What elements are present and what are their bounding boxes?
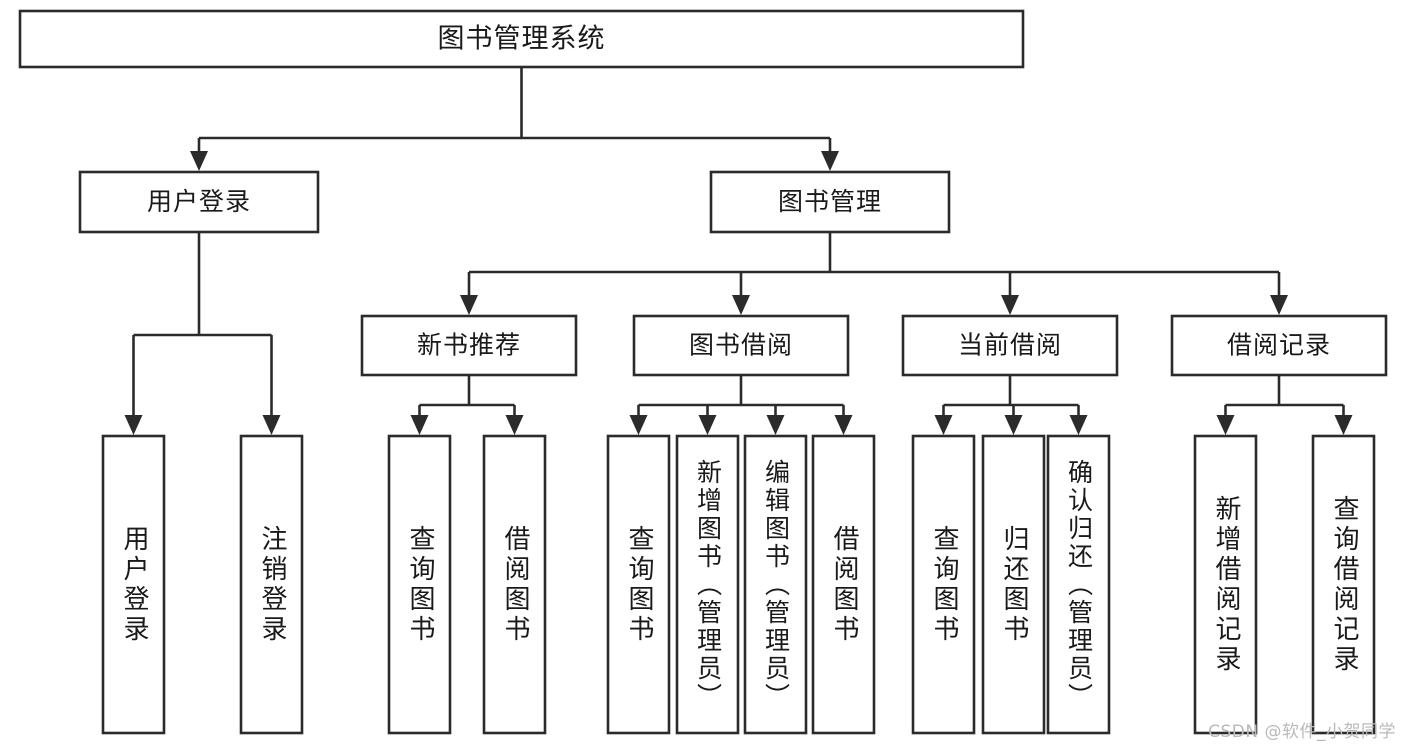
node-box-book-manage[interactable] [709,170,951,234]
node-label-new-book-recommend: 新书推荐 [417,331,521,360]
arrow-head-icon-to-leaf-logout-login [262,415,281,435]
arrow-head-icon-to-current-borrow [1001,295,1019,315]
node-box-current-borrow[interactable] [901,314,1119,377]
arrow-head-icon-to-leaf-query-book-2 [629,415,648,435]
arrow-head-icon-to-leaf-query-borrow-record [1334,415,1353,435]
node-label-user-login: 用户登录 [147,187,251,216]
node-box-leaf-return-book[interactable] [981,434,1046,735]
node-box-book-borrow[interactable] [632,314,850,377]
node-box-borrow-record[interactable] [1170,314,1388,377]
node-box-leaf-edit-book[interactable] [743,434,808,735]
arrow-head-icon-to-leaf-add-borrow-record [1216,415,1235,435]
node-label-book-borrow: 图书借阅 [689,331,793,360]
arrow-head-icon-to-user-login [190,151,208,171]
node-label-borrow-record: 借阅记录 [1227,331,1331,360]
node-box-leaf-query-book-1[interactable] [387,434,452,735]
node-box-leaf-borrow-book-1[interactable] [482,434,547,735]
node-box-leaf-add-borrow-record[interactable] [1193,434,1258,735]
arrow-head-icon-to-book-borrow [732,295,750,315]
node-label-root: 图书管理系统 [438,24,606,55]
node-box-leaf-logout-login[interactable] [239,434,304,735]
node-box-root[interactable] [18,9,1025,69]
arrow-head-icon-to-leaf-borrow-book-1 [505,415,524,435]
arrow-head-icon-to-leaf-add-book [698,415,717,435]
watermark-text: CSDN @软件_小贺同学 [1208,722,1396,742]
node-box-leaf-query-book-2[interactable] [606,434,671,735]
arrow-head-icon-to-leaf-query-book-1 [410,415,429,435]
node-box-user-login[interactable] [78,170,320,234]
node-box-leaf-query-borrow-record[interactable] [1311,434,1376,735]
node-box-leaf-query-book-3[interactable] [911,434,976,735]
arrow-head-icon-to-leaf-user-login [124,415,143,435]
arrow-head-icon-to-new-book-recommend [460,295,478,315]
node-box-leaf-user-login[interactable] [101,434,166,735]
node-box-leaf-add-book[interactable] [675,434,740,735]
arrow-head-icon-to-leaf-confirm-return [1069,415,1088,435]
node-box-leaf-confirm-return[interactable] [1046,434,1111,735]
arrow-head-icon-to-leaf-return-book [1004,415,1023,435]
node-box-leaf-borrow-book-2[interactable] [811,434,876,735]
arrow-head-icon-to-borrow-record [1270,295,1288,315]
arrow-head-icon-to-book-manage [821,151,839,171]
node-label-current-borrow: 当前借阅 [958,331,1062,360]
node-layer [18,9,1388,735]
arrow-head-icon-to-leaf-edit-book [766,415,785,435]
node-box-new-book-recommend[interactable] [360,314,578,377]
arrow-head-icon-to-leaf-borrow-book-2 [834,415,853,435]
node-label-book-manage: 图书管理 [778,187,882,216]
connector-layer [124,67,1353,435]
arrow-head-icon-to-leaf-query-book-3 [934,415,953,435]
